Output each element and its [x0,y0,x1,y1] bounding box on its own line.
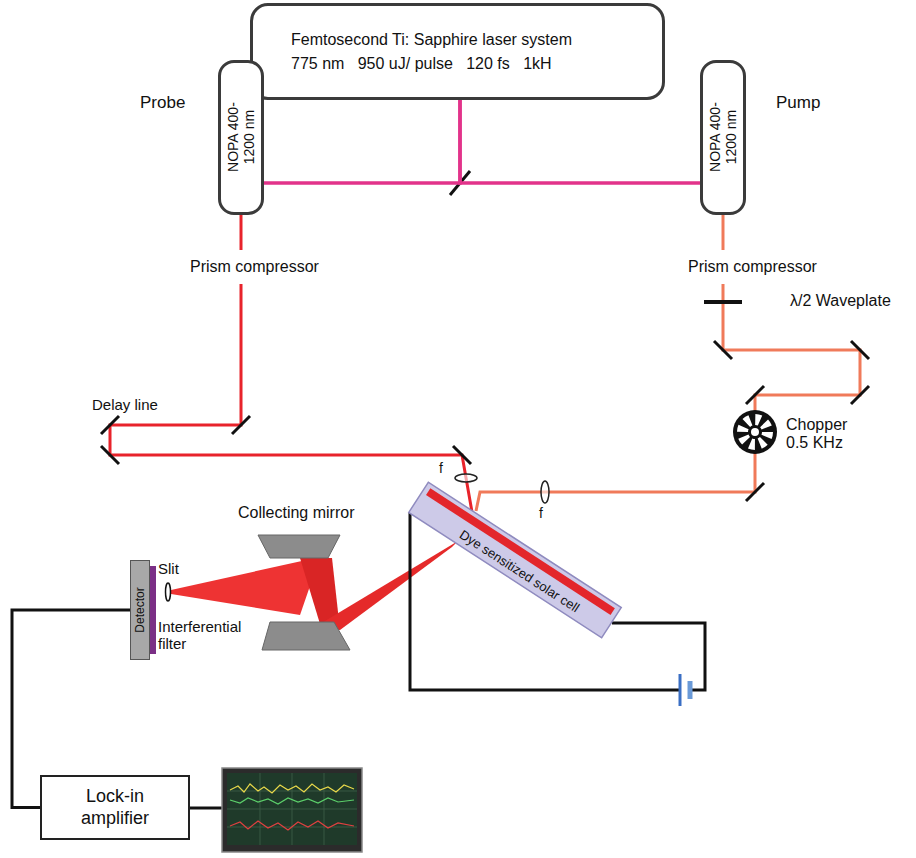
mirror [746,386,764,404]
component-label: Chopper 0.5 KHz [786,416,864,453]
cell-active-layer [426,488,615,615]
pump-beam [476,284,860,511]
component-label: Prism compressor [688,258,817,276]
collected-beam [320,541,458,630]
laser-spec-text: Femtosecond Ti: Sapphire laser system [291,31,572,49]
probe-beam [240,215,243,250]
mirror [714,341,732,359]
mirror [232,416,250,434]
mirror [851,341,869,359]
cell-substrate [409,482,622,637]
signal-trace [230,798,354,804]
solar-cell [409,482,622,637]
monitor-screen [227,773,357,845]
mirrors [101,341,869,501]
mirror [101,416,119,434]
component-label: λ/2 Waveplate [790,292,891,310]
waveplate [704,300,742,304]
component-label: Prism compressor [190,258,319,276]
probe-beam [110,284,472,512]
mirror [101,446,119,464]
chopper-slots [743,420,768,445]
grid-line [292,773,293,845]
mirror [746,483,764,501]
collected-beam [171,557,320,615]
chopper-hub [751,428,759,436]
nopa-label: NOPA 400-1200 nm [225,90,257,186]
nopa-box: NOPA 400-1200 nm [218,60,264,215]
detector-label: Detector [133,587,147,632]
lock-in-label: Lock-in amplifier [60,786,170,829]
lens [541,481,549,503]
interferential-filter [150,566,156,654]
laser-beam [264,100,460,183]
collecting-mirror [258,535,340,558]
nopa-box: NOPA 400-1200 nm [700,60,746,215]
component-label: Delay line [92,396,158,413]
component-label: Collecting mirror [238,504,354,522]
focal-length-label: f [539,505,543,521]
mirror [453,446,471,464]
collecting-mirror [262,622,350,650]
mirror [851,386,869,404]
lock-in-box: Lock-in amplifier [40,775,190,840]
laser-system-box: Femtosecond Ti: Sapphire laser system 775… [250,3,665,100]
circuit-wire [612,623,705,690]
lens [455,474,477,482]
laser-beam [460,100,700,183]
beam-name: Probe [140,93,185,113]
slit [166,583,171,601]
nopa-label: NOPA 400-1200 nm [707,90,739,186]
signal-trace [230,821,354,830]
battery-symbol [679,674,682,706]
grid-line [324,773,325,845]
battery-symbol [688,681,693,699]
beam-name: Pump [776,93,820,113]
chopper-wheel [733,410,777,454]
signal-trace [230,784,354,793]
focal-length-label: f [439,460,443,476]
component-label: Interferential filter [158,618,258,653]
screen-grid [227,773,357,845]
signal-wire [190,807,222,810]
laser-spec-text: 775 nm 950 uJ/ pulse 120 fs 1kH [291,55,552,73]
pump-beam [722,215,725,250]
monitor-frame [222,768,362,852]
component-label: Slit [158,560,179,577]
detector-box: Detector [130,560,150,660]
grid-line [260,773,261,845]
